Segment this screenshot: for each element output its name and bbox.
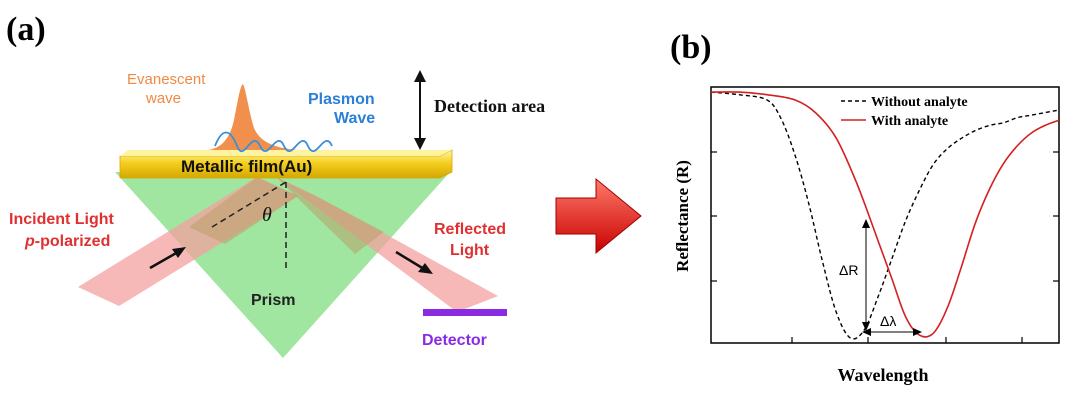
detector-bar: [423, 309, 507, 316]
detection-area-arrow-icon: [414, 70, 426, 150]
y-ticks: [711, 151, 1059, 282]
incidence-dashed-line: [211, 181, 287, 228]
panel-a: (a) θ Metallic film(Au) Evanesce: [6, 11, 545, 358]
metallic-film-label: Metallic film(Au): [181, 157, 312, 176]
detection-area-label: Detection area: [434, 96, 545, 116]
plot-frame: [710, 86, 1060, 344]
legend-label-without: Without analyte: [871, 95, 968, 110]
reflected-light-label-line1: Reflected: [434, 221, 506, 238]
evanescent-wave-shape: [208, 84, 298, 150]
plasmon-label-line2: Wave: [334, 110, 375, 127]
series-without-analyte-line: [711, 91, 1059, 340]
p-italic: p: [24, 233, 35, 250]
delta-r-arrow-icon: [862, 219, 870, 331]
beam-overlap-reflected: [276, 177, 384, 254]
series-with-analyte-line: [711, 91, 1059, 338]
incident-arrow-icon: [149, 247, 186, 270]
panel-b-label: (b): [670, 29, 712, 66]
metallic-film-top: [120, 150, 452, 156]
evanescent-label-line2: wave: [145, 90, 181, 107]
delta-lambda-arrow-icon: [862, 328, 922, 336]
x-ticks: [791, 337, 1023, 343]
panel-b: (b) Without analyte With a: [670, 29, 1060, 385]
panel-a-label: (a): [6, 11, 46, 48]
delta-lambda-label: Δλ: [880, 313, 896, 329]
reflected-light-label-line2: Light: [450, 242, 490, 259]
theta-label: θ: [262, 204, 272, 226]
reflected-arrow-icon: [395, 250, 433, 274]
incident-light-label-line1: Incident Light: [9, 211, 115, 228]
delta-r-label: ΔR: [839, 262, 858, 278]
x-axis-label: Wavelength: [837, 365, 928, 385]
plasmon-wave-shape: [214, 131, 333, 153]
prism-label: Prism: [251, 292, 295, 309]
detector-label: Detector: [422, 332, 487, 349]
polarized-text: -polarized: [35, 233, 111, 250]
legend: Without analyte With analyte: [841, 95, 968, 129]
evanescent-label-line1: Evanescent: [127, 71, 206, 88]
beam-overlap-incident: [189, 177, 298, 244]
y-axis-label: Reflectance (R): [673, 160, 692, 272]
plasmon-label-line1: Plasmon: [308, 91, 375, 108]
transition-arrow-icon: [555, 177, 642, 255]
incident-light-label-line2: p-polarized: [24, 233, 110, 250]
legend-label-with: With analyte: [871, 114, 948, 129]
